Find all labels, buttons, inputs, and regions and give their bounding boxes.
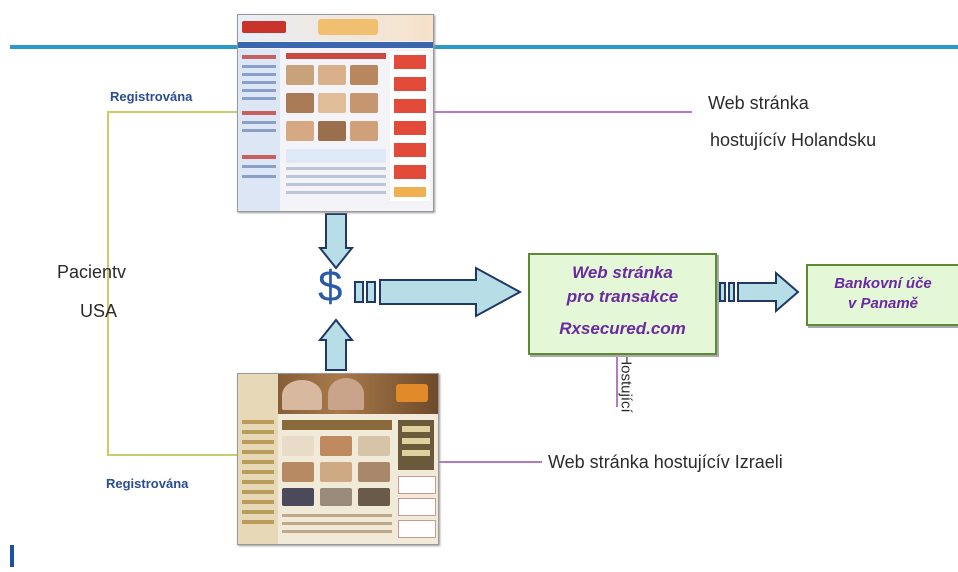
right-arrow-icon bbox=[719, 270, 800, 314]
bank-box-line2: v Panamě bbox=[847, 295, 919, 312]
patient-label-line2: USA bbox=[80, 301, 118, 321]
up-arrow-icon bbox=[317, 318, 355, 371]
bank-box-line1: Bankovní úče bbox=[834, 275, 932, 292]
nl-site-label-line2: hostujícív Holandsku bbox=[710, 130, 877, 150]
transaction-box-line3: Rxsecured.com bbox=[559, 319, 686, 338]
nl-site-label-line1: Web stránka bbox=[708, 93, 809, 113]
transaction-site-box: Web stránka pro transakce Rxsecured.com bbox=[528, 253, 717, 355]
registered-top-label: Registrována bbox=[110, 89, 193, 104]
edge-mark bbox=[10, 545, 14, 567]
il-site-label: Web stránka hostujícív Izraeli bbox=[548, 452, 783, 472]
down-arrow-icon bbox=[317, 213, 355, 270]
dollar-sign-icon: $ bbox=[318, 262, 343, 311]
registration-connector bbox=[107, 111, 237, 456]
right-arrow-icon bbox=[354, 266, 523, 318]
patient-label-line1: Pacientv bbox=[57, 262, 127, 282]
il-website-screenshot bbox=[237, 373, 439, 545]
registered-bottom-label: Registrována bbox=[106, 476, 189, 491]
transaction-box-line2: pro transakce bbox=[566, 287, 679, 306]
nl-website-screenshot bbox=[237, 14, 434, 212]
bank-account-box: Bankovní úče v Panamě bbox=[806, 264, 958, 326]
transaction-box-line1: Web stránka bbox=[572, 263, 673, 282]
